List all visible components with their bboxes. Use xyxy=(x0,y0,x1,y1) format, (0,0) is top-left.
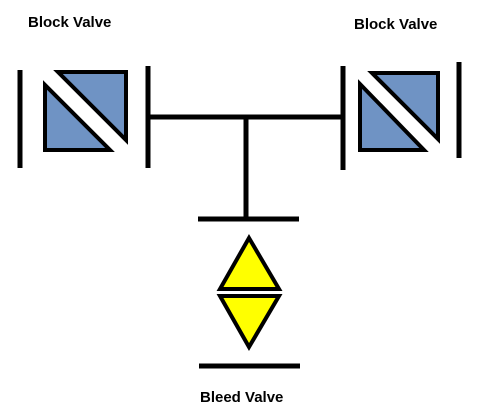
right-block-valve-label: Block Valve xyxy=(354,16,437,33)
right-block-valve xyxy=(340,62,462,170)
left-valve-upper-triangle xyxy=(53,70,128,145)
bleed-valve xyxy=(198,216,300,369)
left-block-valve-label: Block Valve xyxy=(28,14,111,31)
left-valve-lower-triangle xyxy=(43,80,115,152)
left-block-valve xyxy=(17,66,151,168)
bleed-valve-label: Bleed Valve xyxy=(200,389,283,406)
right-valve-lower-triangle xyxy=(358,79,429,152)
bleed-valve-upper-triangle xyxy=(216,234,283,291)
right-valve-upper-triangle xyxy=(367,71,440,144)
bleed-valve-lower-triangle xyxy=(216,294,283,351)
